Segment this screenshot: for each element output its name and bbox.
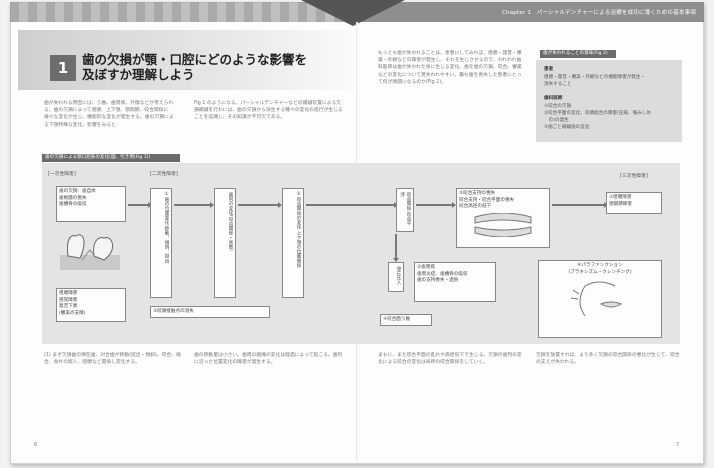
bottom-paragraph-3: まもに、また咬合平面の乱れや高径低下で生じる。欠損の歯列の変化による咬合の変化は… xyxy=(378,353,522,366)
tooth-illustration xyxy=(60,230,120,270)
box-food-impaction: 食片圧入 xyxy=(388,262,404,292)
sidebox-line: 咀嚼・発音・審美・外観などの機能障害が発生・ xyxy=(544,75,646,80)
sidebox-heading-dentist: 歯科医師 xyxy=(544,96,563,101)
section-title: 歯の欠損が顎・口腔にどのような影響を 及ぼすか理解しよう xyxy=(82,52,332,82)
figure-caption: 歯の欠損による顎口腔系の変化(図、引き用(Fig 1)) xyxy=(42,154,180,162)
tertiary-disorder-label: [三次性障害] xyxy=(620,174,648,179)
primary-disorder-label: [一次性障害] xyxy=(48,172,76,177)
box-tooth-movement: ①歯の位置変化 移動、傾斜、挺出 xyxy=(150,188,172,298)
box-tooth-loss: 歯の欠損：歯自体 歯根膜の喪失 歯槽骨の吸収 xyxy=(56,186,126,222)
chapter-heading: Chapter 1 パーシャルデンチャーによる治療を成功に導くための基本事項 xyxy=(501,10,696,16)
body-paragraph-right: もっとも歯が失われることは、患者にしてみれば、咀嚼・発音・審美・外観などの障害が… xyxy=(378,51,522,85)
arrow xyxy=(552,202,608,208)
sidebox-item: ③歯ごと補綴歯の変化 xyxy=(544,125,590,130)
section-number: 1 xyxy=(50,55,76,81)
box-primary-symptoms: 咀嚼障害 感覚障害 発音下異 (審美の支障) xyxy=(56,288,126,322)
arrow xyxy=(416,202,456,208)
arrow xyxy=(393,234,399,262)
box-contact-loss: ②咬頭接触点の消失 xyxy=(150,306,270,318)
secondary-disorder-label: [二次性障害] xyxy=(150,172,178,177)
sidebox-title: 歯が失われることの意味(Fig 2) xyxy=(540,50,616,58)
sidebox-heading-patient: 患者 xyxy=(544,67,554,72)
header-band-left xyxy=(10,2,357,22)
parafunction-text: ④パラファンクション (ブラキシズム・クレンチング) xyxy=(568,263,632,275)
box-dentition-change: 歯列の変化(咬合関係・状態) xyxy=(214,188,236,298)
sidebox-item: ②咬合平面の変化、咬頭嵌合の障害(圧痕、噛みしめ xyxy=(544,111,651,116)
box-occlusal-support-loss: ②咬合支持の喪失 咬合支持・咬合平面の喪失 咬合高径の低下 xyxy=(456,188,550,248)
sidebox-item: の)の発生 xyxy=(544,118,569,123)
sidebox-item: ①咬合の欠損 xyxy=(544,104,572,109)
box-periodontal: ②歯周病 歯周炎症、歯槽骨の吸収 歯の支持喪失・過負 xyxy=(414,262,496,302)
section-title-line1: 歯の欠損が顎・口腔にどのような影響を xyxy=(82,52,308,67)
box-tmd: ①咀嚼障害 顎関節障害 xyxy=(606,192,662,214)
sidebox-line: 消失すること xyxy=(544,82,572,87)
arrow xyxy=(306,202,398,208)
body-paragraph-middle: Fig 1 のようになる。パーシャルデンチャーなどの補綴装置による欠損補綴を行わ… xyxy=(194,101,343,121)
page-number-left: 6 xyxy=(34,442,38,448)
box-parafunction: ④パラファンクション (ブラキシズム・クレンチング) xyxy=(538,260,662,338)
arrow xyxy=(174,202,214,208)
box-occlusal-interference: 咬合関係 咬合干渉 xyxy=(396,188,414,232)
header-notch xyxy=(301,0,405,26)
section-title-line2: 及ぼすか理解しよう xyxy=(82,67,195,82)
bottom-paragraph-4: 欠損を放置すれば、より多く欠損の咬合関係の悪化が生じて、咬合の支えが失われる。 xyxy=(536,353,680,366)
arrow xyxy=(128,202,152,208)
page-number-right: 7 xyxy=(676,442,680,448)
sidebox xyxy=(536,60,682,142)
bottom-paragraph-2: 歯の移動量は小さい。歯周の組織の変化は経過によって起こる。歯列に沿った位置変化の… xyxy=(194,353,343,366)
occlusal-support-text: ②咬合支持の喪失 咬合支持・咬合平面の喪失 咬合高径の低下 xyxy=(459,191,515,209)
mouth-illustration xyxy=(570,281,623,317)
bottom-paragraph-1: (1) まず欠損歯の隣在歯、対合歯が移動(挺出・傾斜)。咬合、嚙合、食片の嵌入、… xyxy=(44,353,181,366)
box-caries: ④咬合面う蝕 xyxy=(380,314,432,326)
arrow xyxy=(238,202,282,208)
dentition-illustration xyxy=(474,212,532,237)
box-occlusion-change: ②咬合関係の変化 上下顎の位置関係 xyxy=(282,188,304,298)
header-band-right xyxy=(357,2,704,22)
body-paragraph-left: 歯が失われる原因には、う蝕、歯周病、外傷などが考えられる。歯の欠損によって咀嚼、… xyxy=(44,101,174,128)
